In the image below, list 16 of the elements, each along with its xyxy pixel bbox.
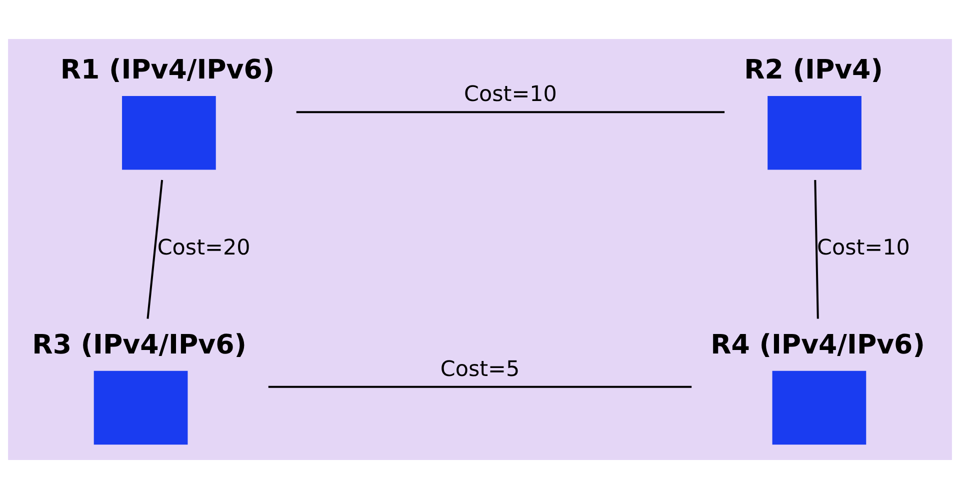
connector (814, 179, 819, 318)
connector (268, 385, 692, 388)
node-box (768, 95, 862, 170)
edge-label: Cost=10 (464, 82, 557, 107)
node-label: R3 (IPv4/IPv6) (32, 328, 247, 360)
node-label: R2 (IPv4) (744, 54, 883, 86)
connector (296, 110, 725, 113)
node-box (772, 370, 866, 444)
node-box (94, 370, 188, 444)
edge-label: Cost=5 (440, 356, 520, 382)
edge-label: Cost=20 (157, 235, 250, 260)
edge-label: Cost=10 (817, 235, 910, 260)
node-label: R1 (IPv4/IPv6) (60, 54, 275, 86)
node-box (122, 95, 216, 170)
node-label: R4 (IPv4/IPv6) (710, 328, 925, 360)
connector (146, 179, 164, 318)
